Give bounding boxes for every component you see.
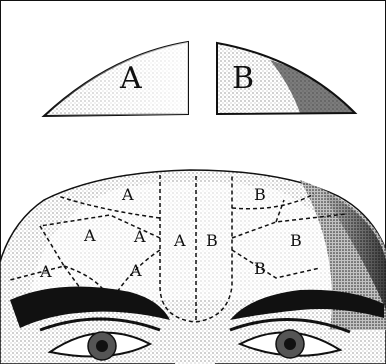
- region-label-right-middle: B: [290, 231, 302, 250]
- region-label-right-top: B: [254, 185, 266, 204]
- region-label-center-right: B: [206, 231, 218, 250]
- crown-label-left: A: [119, 61, 142, 96]
- region-label-left-center: A: [133, 227, 146, 246]
- region-label-center-left: A: [173, 231, 186, 250]
- crown-left-piece: [44, 42, 188, 116]
- region-label-left-edge: A: [39, 262, 52, 281]
- region-label-left-middle: A: [83, 226, 96, 245]
- region-label-left-lower: A: [129, 261, 142, 280]
- region-label-left-top: A: [121, 185, 134, 204]
- region-label-right-lower: B: [254, 259, 266, 278]
- nose-bridge: [175, 325, 215, 364]
- crown-label-right: B: [232, 61, 254, 96]
